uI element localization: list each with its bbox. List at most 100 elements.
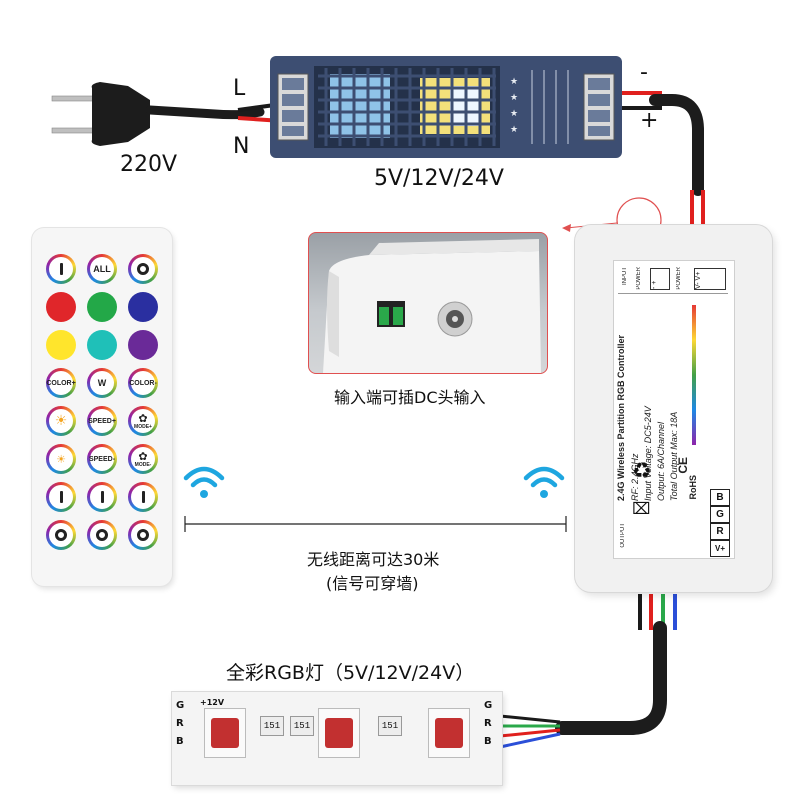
power-input-label: POWER: [636, 267, 642, 290]
power-on-icon: [141, 491, 145, 503]
pin-b: B: [710, 489, 730, 506]
rohs-mark: RoHS: [688, 475, 698, 500]
power-on-icon: [59, 491, 63, 503]
remote-red-button[interactable]: [46, 292, 76, 322]
remote-color-minus-button[interactable]: COLOR-: [128, 368, 158, 398]
remote-white-button[interactable]: W: [87, 368, 117, 398]
ac-cable: [145, 105, 265, 120]
plug-body: [91, 82, 150, 146]
wall-penetration-text: (信号可穿墙): [326, 574, 419, 593]
live-label: L: [233, 76, 246, 101]
remote-color-plus-button[interactable]: COLOR+: [46, 368, 76, 398]
color-plus-label: COLOR+: [46, 379, 76, 387]
neutral-label: N: [233, 134, 250, 159]
speed-minus-label: SPEED-: [88, 455, 116, 463]
power-off-icon: [137, 529, 149, 541]
mode-minus-label: MODE-: [134, 461, 152, 468]
led-chip: [318, 708, 360, 758]
led-chip: [428, 708, 470, 758]
wifi-icon: [183, 466, 225, 498]
controller-title: 2.4G Wireless Partition RGB Controller: [616, 335, 626, 501]
remote-zone1-on-button[interactable]: [46, 482, 76, 512]
power-off-icon: [137, 263, 149, 275]
power-off-icon: [96, 529, 108, 541]
remote-green-button[interactable]: [87, 292, 117, 322]
output-label: OUTPUT: [620, 523, 626, 548]
power-on-icon: [59, 263, 63, 275]
wifi-icon: [523, 466, 565, 498]
all-label: ALL: [93, 264, 111, 274]
sun-icon: ☀: [54, 413, 68, 429]
power-label: POWER: [676, 267, 682, 290]
remote-zone2-off-button[interactable]: [87, 520, 117, 550]
remote-zone3-off-button[interactable]: [128, 520, 158, 550]
remote-brightness-down-button[interactable]: ☀: [46, 444, 76, 474]
resistor: 151: [378, 716, 402, 736]
remote-on-button[interactable]: [46, 254, 76, 284]
remote-off-button[interactable]: [128, 254, 158, 284]
strip-pin-b: B: [176, 736, 184, 747]
pin-vplus: V+: [710, 540, 730, 557]
weee-bin-icon: ⌧: [632, 499, 651, 518]
remote-speed-plus-button[interactable]: SPEED+: [87, 406, 117, 436]
positive-label: +: [640, 108, 659, 133]
strip-pin-r-right: R: [484, 718, 492, 729]
strip-pin-r: R: [176, 718, 184, 729]
svg-text:★: ★: [510, 124, 518, 134]
remote-purple-button[interactable]: [128, 330, 158, 360]
strip-pin-b-right: B: [484, 736, 492, 747]
controller-label: INPUT POWER - + POWER V- V+ 2.4G Wireles…: [613, 260, 735, 559]
svg-text:★: ★: [510, 108, 518, 118]
sun-small-icon: ☀: [56, 452, 66, 466]
remote-zone3-on-button[interactable]: [128, 482, 158, 512]
out-cable: [555, 621, 667, 735]
dc-input-inset: [308, 232, 548, 374]
remote-zone2-on-button[interactable]: [87, 482, 117, 512]
plug-prong-top: [51, 95, 95, 102]
negative-label: -: [640, 60, 648, 85]
power-header: INPUT POWER - + POWER V- V+: [618, 265, 728, 294]
pin-r: R: [710, 523, 730, 540]
strip-wire-blue: [499, 732, 561, 749]
svg-text:★: ★: [510, 76, 518, 86]
wireless-distance-text: 无线距离可达30米: [307, 550, 440, 569]
strip-plus-label: +12V: [200, 698, 225, 707]
rainbow-stripe: [692, 305, 696, 445]
remote-all-button[interactable]: ALL: [87, 254, 117, 284]
strip-wire-red: [499, 728, 561, 738]
ac-voltage-label: 220V: [120, 152, 178, 177]
dc-cable: [649, 94, 704, 196]
strip-pin-g: G: [176, 700, 185, 711]
controller-output: Output: 6A/Channel: [656, 421, 666, 501]
pin-g: G: [710, 506, 730, 523]
remote-brightness-up-button[interactable]: ☀: [46, 406, 76, 436]
mode-plus-label: MODE+: [134, 423, 152, 430]
mode-wheel-icon: ✿: [138, 411, 148, 425]
recycle-icon: ♻: [632, 459, 652, 484]
remote-cyan-button[interactable]: [87, 330, 117, 360]
power-off-icon: [55, 529, 67, 541]
remote-zone1-off-button[interactable]: [46, 520, 76, 550]
power-supply-body: ★★★★: [270, 56, 622, 158]
speed-plus-label: SPEED+: [88, 417, 116, 425]
power-supply: ★★★★: [270, 56, 622, 158]
w-label: W: [97, 378, 107, 388]
remote-yellow-button[interactable]: [46, 330, 76, 360]
psu-output-label: 5V/12V/24V: [374, 166, 504, 191]
power-pins-input: - +: [650, 268, 670, 290]
remote-control: ALL COLOR+ W COLOR- ☀ SPEED+ ✿MODE+ ☀ SP…: [32, 228, 172, 586]
remote-mode-minus-button[interactable]: ✿MODE-: [128, 444, 158, 474]
inset-caption: 输入端可插DC头输入: [334, 388, 486, 407]
remote-blue-button[interactable]: [128, 292, 158, 322]
led-chip: [204, 708, 246, 758]
mode-wheel-icon: ✿: [138, 449, 148, 463]
strip-wire-black: [499, 714, 561, 724]
strip-pin-g-right: G: [484, 700, 493, 711]
ce-mark: CE: [676, 457, 690, 474]
power-pins: V- V+: [694, 268, 726, 290]
remote-speed-minus-button[interactable]: SPEED-: [87, 444, 117, 474]
input-label: INPUT: [622, 267, 628, 285]
remote-mode-plus-button[interactable]: ✿MODE+: [128, 406, 158, 436]
resistor: 151: [290, 716, 314, 736]
